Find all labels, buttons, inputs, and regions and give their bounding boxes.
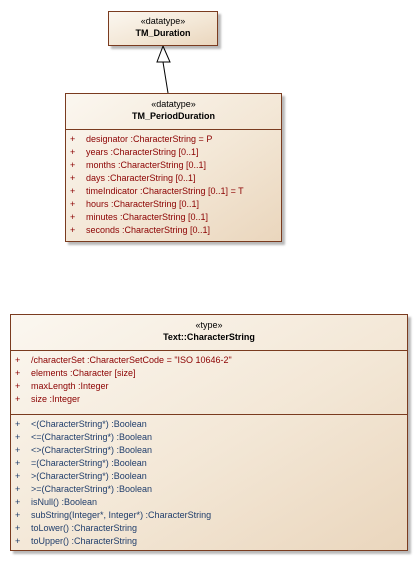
visibility-marker: + — [15, 394, 21, 404]
attribute-row: + minutes :CharacterString [0..1] — [66, 211, 281, 224]
operation-row: + toUpper() :CharacterString — [11, 535, 407, 548]
operation-text: <(CharacterString*) :Boolean — [31, 419, 147, 429]
attribute-compartment: + designator :CharacterString = P + years … — [66, 129, 281, 237]
attribute-text: minutes :CharacterString [0..1] — [86, 212, 209, 222]
attribute-row: + timeIndicator :CharacterString [0..1] =… — [66, 185, 281, 198]
attribute-text: hours :CharacterString [0..1] — [86, 199, 200, 209]
visibility-marker: + — [15, 445, 21, 455]
attribute-row: + maxLength :Integer — [11, 380, 407, 393]
operation-row: + >(CharacterString*) :Boolean — [11, 470, 407, 483]
attribute-text: timeIndicator :CharacterString [0..1] = … — [86, 186, 244, 196]
attribute-row: + months :CharacterString [0..1] — [66, 159, 281, 172]
visibility-marker: + — [70, 225, 76, 235]
attribute-text: seconds :CharacterString [0..1] — [86, 225, 211, 235]
visibility-marker: + — [70, 147, 76, 157]
visibility-marker: + — [15, 368, 21, 378]
operation-row: + toLower() :CharacterString — [11, 522, 407, 535]
operation-row: + <(CharacterString*) :Boolean — [11, 418, 407, 431]
attribute-text: maxLength :Integer — [31, 381, 109, 391]
operation-text: <>(CharacterString*) :Boolean — [31, 445, 153, 455]
operation-text: subString(Integer*, Integer*) :Character… — [31, 510, 212, 520]
attribute-row: + /characterSet :CharacterSetCode = "ISO … — [11, 354, 407, 367]
operation-row: + subString(Integer*, Integer*) :Characte… — [11, 509, 407, 522]
operation-row: + <>(CharacterString*) :Boolean — [11, 444, 407, 457]
visibility-marker: + — [15, 471, 21, 481]
attribute-row: + seconds :CharacterString [0..1] — [66, 224, 281, 237]
visibility-marker: + — [70, 173, 76, 183]
attribute-text: designator :CharacterString = P — [86, 134, 213, 144]
visibility-marker: + — [15, 355, 21, 365]
operation-row: + =(CharacterString*) :Boolean — [11, 457, 407, 470]
visibility-marker: + — [15, 497, 21, 507]
attribute-row: + years :CharacterString [0..1] — [66, 146, 281, 159]
attribute-row: + hours :CharacterString [0..1] — [66, 198, 281, 211]
attribute-text: size :Integer — [31, 394, 81, 404]
class-tm-period-duration[interactable]: «datatype» TM_PeriodDuration + designator… — [65, 93, 282, 242]
operation-text: toLower() :CharacterString — [31, 523, 138, 533]
operation-text: >=(CharacterString*) :Boolean — [31, 484, 153, 494]
visibility-marker: + — [15, 381, 21, 391]
operation-row: + <=(CharacterString*) :Boolean — [11, 431, 407, 444]
operation-row: + isNull() :Boolean — [11, 496, 407, 509]
class-stereotype: «datatype» — [151, 99, 196, 109]
operation-compartment: + <(CharacterString*) :Boolean + <=(Charac… — [11, 414, 407, 548]
attribute-row: + days :CharacterString [0..1] — [66, 172, 281, 185]
operation-text: =(CharacterString*) :Boolean — [31, 458, 147, 468]
attribute-text: years :CharacterString [0..1] — [86, 147, 199, 157]
visibility-marker: + — [15, 419, 21, 429]
attribute-text: /characterSet :CharacterSetCode = "ISO 1… — [31, 355, 232, 365]
attribute-text: months :CharacterString [0..1] — [86, 160, 207, 170]
attribute-row: + designator :CharacterString = P — [66, 133, 281, 146]
class-header: «datatype» TM_PeriodDuration — [66, 94, 281, 129]
class-name: TM_PeriodDuration — [131, 111, 215, 121]
operation-text: toUpper() :CharacterString — [31, 536, 138, 546]
generalization-line — [162, 61, 169, 94]
class-character-string[interactable]: «type» Text::CharacterString + /character… — [10, 314, 408, 551]
class-stereotype: «type» — [195, 320, 223, 330]
attribute-text: elements :Character [size] — [31, 368, 136, 378]
attribute-row: + elements :Character [size] — [11, 367, 407, 380]
visibility-marker: + — [70, 186, 76, 196]
visibility-marker: + — [70, 160, 76, 170]
class-tm-duration[interactable]: «datatype» TM_Duration — [108, 11, 218, 46]
visibility-marker: + — [70, 134, 76, 144]
operation-text: isNull() :Boolean — [31, 497, 98, 507]
operation-row: + >=(CharacterString*) :Boolean — [11, 483, 407, 496]
class-name: Text::CharacterString — [163, 332, 255, 342]
visibility-marker: + — [15, 432, 21, 442]
visibility-marker: + — [15, 484, 21, 494]
class-header: «type» Text::CharacterString — [11, 315, 407, 350]
visibility-marker: + — [70, 199, 76, 209]
attribute-compartment: + /characterSet :CharacterSetCode = "ISO … — [11, 350, 407, 414]
class-stereotype: «datatype» — [140, 16, 186, 26]
class-name: TM_Duration — [135, 28, 191, 38]
class-header: «datatype» TM_Duration — [109, 12, 217, 39]
visibility-marker: + — [15, 536, 21, 546]
operation-text: <=(CharacterString*) :Boolean — [31, 432, 153, 442]
visibility-marker: + — [70, 212, 76, 222]
visibility-marker: + — [15, 510, 21, 520]
visibility-marker: + — [15, 523, 21, 533]
operation-text: >(CharacterString*) :Boolean — [31, 471, 147, 481]
visibility-marker: + — [15, 458, 21, 468]
attribute-text: days :CharacterString [0..1] — [86, 173, 196, 183]
attribute-row: + size :Integer — [11, 393, 407, 406]
generalization-arrowhead — [156, 44, 171, 63]
